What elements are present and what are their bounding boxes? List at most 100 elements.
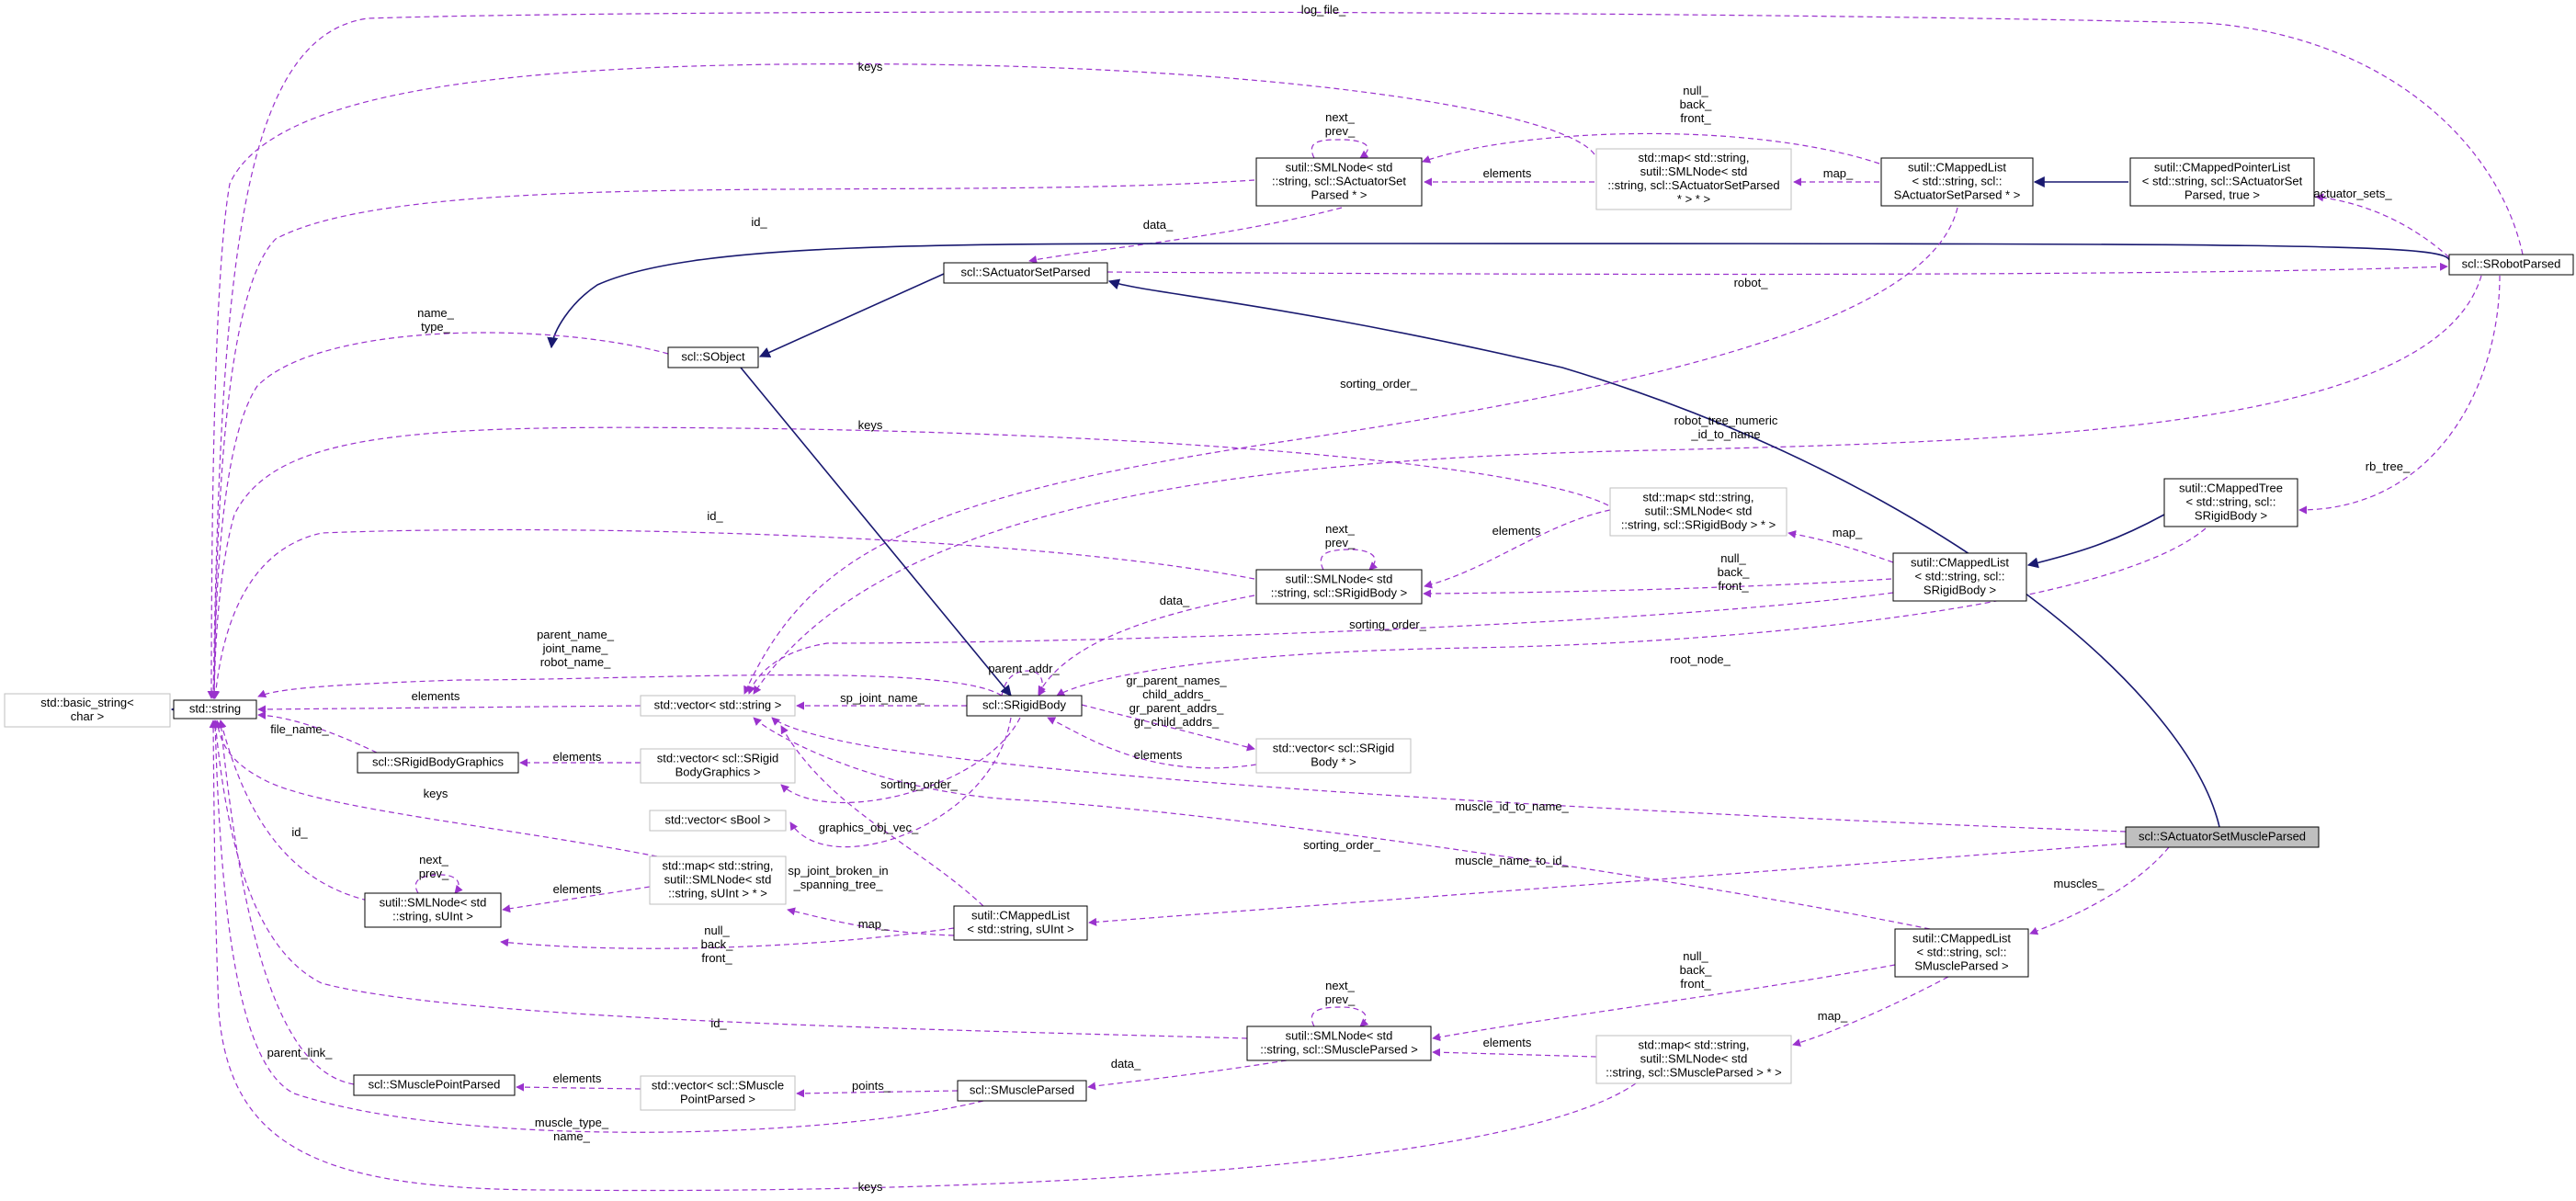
edge-label-sorting-order-2: sorting_order_ <box>1349 617 1427 631</box>
class-node-string[interactable]: std::string <box>173 699 257 719</box>
class-node-box <box>1595 1035 1792 1084</box>
class-node-map-act[interactable]: std::map< std::string,sutil::SMLNode< st… <box>1595 148 1792 210</box>
class-node-srbgraphics[interactable]: scl::SRigidBodyGraphics <box>357 752 519 774</box>
class-node-vec-rbgraphics[interactable]: std::vector< scl::SRigidBodyGraphics > <box>640 748 796 784</box>
class-node-sactsetmuscle[interactable]: scl::SActuatorSetMuscleParsed <box>2125 826 2320 848</box>
edge-label-null-back-front-uint: null_ <box>704 923 730 937</box>
class-node-box <box>1255 569 1423 605</box>
edge-usage-map_mus <box>1792 976 1949 1047</box>
edge-usage-sorting_order_1 <box>743 207 1958 695</box>
edge-usage-muscle_name_to_id <box>1088 843 2127 926</box>
edge-usage-elements_str <box>257 705 641 714</box>
class-node-box <box>2448 254 2574 276</box>
class-node-box <box>1255 738 1412 774</box>
edge-label-null-back-front-rb: front_ <box>1718 579 1749 593</box>
edge-label-sorting-order-4: sorting_order_ <box>880 777 959 791</box>
class-node-box <box>2163 478 2298 527</box>
class-node-smpp[interactable]: scl::SMusclePointParsed <box>353 1074 516 1096</box>
edge-label-sorting-order-1: sorting_order_ <box>1340 377 1418 391</box>
edge-label-graphics-obj-vec: graphics_obj_vec_ <box>819 821 919 834</box>
class-node-map-rb[interactable]: std::map< std::string,sutil::SMLNode< st… <box>1609 487 1787 537</box>
edge-usage-data_mus <box>1087 1059 1288 1091</box>
class-node-label: char > <box>71 709 105 723</box>
edge-label-id-rb: id_ <box>707 509 723 523</box>
edge-label-next-prev-uint: prev_ <box>419 867 449 880</box>
class-node-cmtree-rb[interactable]: sutil::CMappedTree< std::string, scl::SR… <box>2163 478 2298 527</box>
class-node-label: < std::string, scl:: <box>1912 175 2003 188</box>
class-node-label: < std::string, scl::SActuatorSet <box>2142 175 2303 188</box>
class-node-box <box>1246 1025 1432 1061</box>
class-node-vec-sbool[interactable]: std::vector< sBool > <box>649 810 787 832</box>
class-node-srobotparsed[interactable]: scl::SRobotParsed <box>2448 254 2574 276</box>
class-node-map-muscle[interactable]: std::map< std::string,sutil::SMLNode< st… <box>1595 1035 1792 1084</box>
class-node-label: Parsed, true > <box>2184 188 2260 202</box>
class-node-label: PointParsed > <box>680 1093 755 1106</box>
class-node-label: sutil::CMappedList <box>1908 161 2006 175</box>
edge-label-sp-joint-name: sp_joint_name_ <box>840 691 925 705</box>
class-node-cml-rb[interactable]: sutil::CMappedList< std::string, scl::SR… <box>1892 552 2027 602</box>
class-node-cml-act[interactable]: sutil::CMappedList< std::string, scl::SA… <box>1880 157 2034 207</box>
edge-label-parent-joint-robot: robot_name_ <box>540 655 611 669</box>
class-node-label: ::string, sUInt > * > <box>668 887 767 901</box>
class-node-sobject[interactable]: scl::SObject <box>667 346 759 368</box>
edge-label-robot-tree-numeric: _id_to_name <box>1690 427 1760 441</box>
class-node-box <box>173 699 257 719</box>
class-node-vec-rbptr[interactable]: std::vector< scl::SRigidBody * > <box>1255 738 1412 774</box>
class-node-srigidbody[interactable]: scl::SRigidBody <box>966 695 1083 717</box>
class-node-vec-string[interactable]: std::vector< std::string > <box>640 695 796 717</box>
edge-usage-id_mus <box>211 719 1248 1039</box>
class-node-vec-mpp[interactable]: std::vector< scl::SMusclePointParsed > <box>640 1075 796 1111</box>
class-node-label: sutil::SMLNode< std <box>1286 572 1393 586</box>
edge-label-robot: robot_ <box>1734 276 1769 289</box>
edge-usage-actuator_sets <box>2315 193 2450 258</box>
class-node-label: < std::string, scl:: <box>1915 570 2005 584</box>
edge-usage-sorting_order_2 <box>747 592 1894 695</box>
edge-usage-points <box>796 1089 959 1098</box>
edge-label-null-back-front-act: null_ <box>1683 84 1708 97</box>
class-node-label: < std::string, scl:: <box>2186 495 2276 509</box>
edge-usage-id_uint <box>218 719 369 901</box>
edge-label-elements-rb: elements <box>1492 524 1541 538</box>
class-node-label: scl::SActuatorSetMuscleParsed <box>2139 830 2306 844</box>
edge-label-muscle-type-name: muscle_type_ <box>535 1116 609 1129</box>
edge-label-elements-act: elements <box>1483 166 1532 180</box>
class-node-smlnode-act[interactable]: sutil::SMLNode< std::string, scl::SActua… <box>1255 157 1423 207</box>
class-node-label: SRigidBody > <box>1923 584 1996 597</box>
edge-usage-id_top <box>210 179 1255 699</box>
class-node-cmpl-act[interactable]: sutil::CMappedPointerList< std::string, … <box>2129 157 2315 207</box>
class-node-cml-muscle[interactable]: sutil::CMappedList< std::string, scl::SM… <box>1894 928 2029 978</box>
edge-usage-muscles <box>2029 846 2170 935</box>
class-node-label: scl::SMusclePointParsed <box>369 1078 501 1092</box>
edge-label-next-prev-mus: prev_ <box>1325 992 1356 1006</box>
class-node-smuscleparsed[interactable]: scl::SMuscleParsed <box>957 1080 1087 1102</box>
edge-inherit-23 <box>2026 514 2165 569</box>
edge-usage-elements_mus <box>1432 1048 1597 1058</box>
edge-usage-muscle_id_to_name <box>771 717 2127 833</box>
class-node-smlnode-muscle[interactable]: sutil::SMLNode< std::string, scl::SMuscl… <box>1246 1025 1432 1061</box>
edge-usage-elements_uint <box>502 886 651 913</box>
class-node-smlnode-uint[interactable]: sutil::SMLNode< std::string, sUInt > <box>364 892 502 928</box>
class-node-basic-string[interactable]: std::basic_string<char > <box>4 693 171 728</box>
class-node-box <box>2129 157 2315 207</box>
edge-usage-elements_rb <box>1424 509 1611 589</box>
edge-usage-keys_low <box>213 719 658 857</box>
class-node-box <box>1892 552 2027 602</box>
edge-label-next-prev-rb: next_ <box>1325 522 1356 536</box>
class-node-label: ::string, scl::SRigidBody > <box>1271 586 1407 600</box>
class-node-label: sutil::SMLNode< std <box>380 896 487 910</box>
class-node-label: Parsed * > <box>1311 188 1367 202</box>
edge-usage-next_prev_act <box>1311 139 1369 159</box>
edge-label-parent-joint-robot: joint_name_ <box>542 641 609 655</box>
class-node-smlnode-rb[interactable]: sutil::SMLNode< std::string, scl::SRigid… <box>1255 569 1423 605</box>
edge-usage-parent_joint_robot <box>257 674 1003 698</box>
class-node-sactsetparsed[interactable]: scl::SActuatorSetParsed <box>943 262 1108 284</box>
edge-label-elements-mpp: elements <box>553 1071 602 1085</box>
class-node-cml-uint[interactable]: sutil::CMappedList< std::string, sUInt > <box>953 905 1088 941</box>
class-node-map-uint[interactable]: std::map< std::string,sutil::SMLNode< st… <box>649 855 787 905</box>
edge-label-null-back-front-rb: null_ <box>1720 551 1746 565</box>
edge-inherit-12 <box>758 273 945 358</box>
edge-label-map-mus: map_ <box>1818 1009 1848 1023</box>
edge-usage-sorting_order_3 <box>753 717 1931 930</box>
class-node-box <box>1595 148 1792 210</box>
edge-usage-muscle_type_name <box>210 719 984 1133</box>
